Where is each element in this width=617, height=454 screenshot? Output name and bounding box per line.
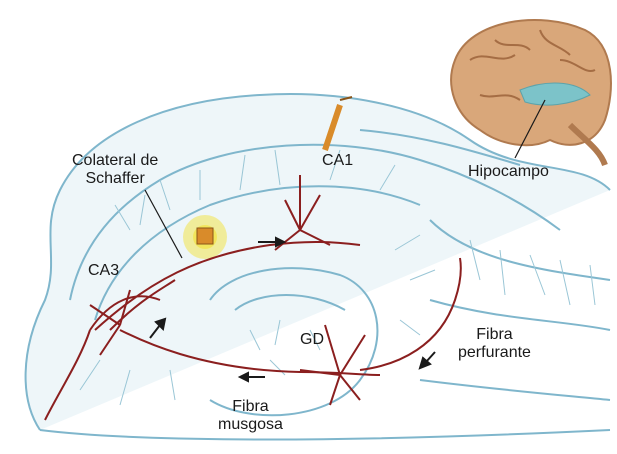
schaffer-collateral-label-line2: Schaffer <box>72 170 158 188</box>
fibra-perfurante-label-line2: perfurante <box>458 344 531 362</box>
fibra-musgosa-label-line1: Fibra <box>218 398 283 416</box>
gd-label: GD <box>300 331 324 349</box>
ca1-label: CA1 <box>322 152 353 170</box>
ca3-label: CA3 <box>88 262 119 280</box>
fibra-perfurante-label-line1: Fibra <box>458 326 531 344</box>
hipocampo-label: Hipocampo <box>468 163 549 181</box>
schaffer-collateral-label-line1: Colateral de <box>72 152 158 170</box>
fibra-musgosa-label-line2: musgosa <box>218 416 283 434</box>
schaffer-collateral-label: Colateral de Schaffer <box>72 152 158 188</box>
fibra-perfurante-label: Fibra perfurante <box>458 326 531 362</box>
fibra-musgosa-label: Fibra musgosa <box>218 398 283 434</box>
